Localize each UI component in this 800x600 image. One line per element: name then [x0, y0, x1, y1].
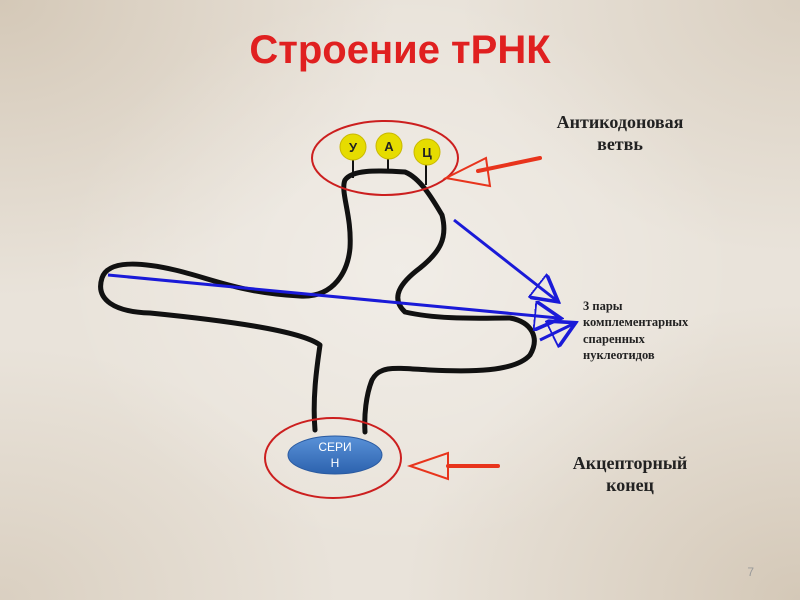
acceptor-end-label: Акцепторный конец: [540, 453, 720, 496]
acceptor-label-line2: конец: [606, 474, 654, 495]
anticodon-branch-label: Антикодоновая ветвь: [520, 112, 720, 155]
acceptor-circle: [264, 417, 402, 499]
anticodon-arrow: [442, 156, 542, 188]
nucleotide-u-label: У: [349, 140, 358, 155]
trna-outline: [98, 168, 537, 435]
serine-ellipse: [287, 435, 383, 475]
pairs-label-line1: 3 пары: [583, 299, 623, 313]
nucleotide-u: [339, 133, 367, 161]
pairs-label-line2: комплементарных: [583, 315, 689, 330]
page-number: 7: [747, 565, 754, 579]
acceptor-label-line1: Акцепторный: [572, 453, 688, 473]
blue-arrow-upper: [453, 218, 556, 300]
nucleotide-a: [375, 132, 403, 160]
nucleotide-c-label: Ц: [422, 145, 432, 160]
pairs-label-line3: спаренных: [583, 331, 645, 346]
blue-arrow-long: [107, 273, 558, 318]
anticodon-label-line2: ветвь: [597, 133, 643, 154]
nucleotide-a-label: А: [384, 139, 394, 154]
anticodon-label-line1: Антикодоновая: [556, 112, 684, 132]
serine-label-2: Н: [331, 456, 340, 470]
pairs-label-line4: нуклеотидов: [583, 347, 655, 362]
pairs-label: 3 пары комплементарных спаренных нуклеот…: [583, 298, 753, 363]
slide-title: Строение тРНК: [249, 28, 551, 72]
anticodon-circle: [311, 120, 459, 196]
serine-label-1: СЕРИ: [318, 440, 351, 454]
blue-arrow-lower: [539, 324, 573, 340]
acceptor-arrow: [406, 451, 500, 481]
nucleotide-c: [413, 138, 441, 166]
